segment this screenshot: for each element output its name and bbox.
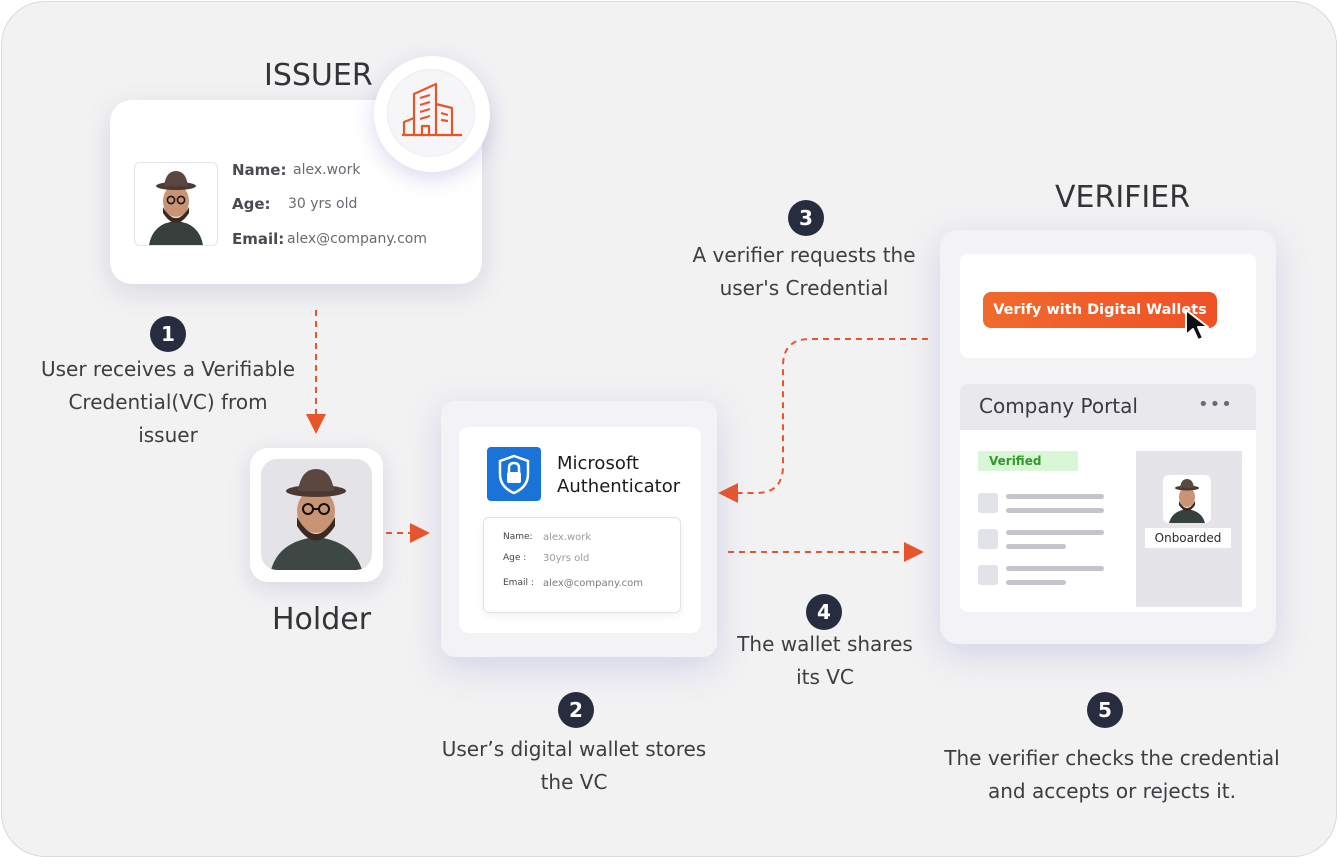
issuer-avatar [134,162,218,246]
onboarded-label: Onboarded [1145,528,1231,548]
holder-avatar [261,459,372,570]
verifier-panel: Verify with Digital Wallets Company Port… [940,230,1276,644]
placeholder-line [1006,494,1104,499]
list-checkbox [978,493,998,513]
step-4-description: The wallet shares its VC [737,632,913,689]
wallet-email-label: Email : [503,578,534,588]
person-avatar-icon [149,171,203,245]
issuer-heading: ISSUER [264,58,373,93]
list-checkbox [978,565,998,585]
placeholder-line [1006,544,1066,549]
step-2-badge: 2 [558,692,594,728]
company-portal-window: Company Portal ••• Verified [960,384,1256,612]
placeholder-line [1006,530,1104,535]
placeholder-line [1006,566,1104,571]
wallet-panel: Microsoft Authenticator Name: alex.work … [441,401,717,657]
wallet-age-label: Age : [503,553,527,563]
issuer-email-value: alex@company.com [287,231,427,247]
verifier-avatar [1163,475,1211,523]
more-options-icon[interactable]: ••• [1198,394,1233,415]
verifier-heading: VERIFIER [1055,180,1191,215]
placeholder-line [1006,580,1066,585]
wallet-credential-card: Name: alex.work Age : 30yrs old Email : … [483,517,681,613]
holder-card [250,448,383,582]
wallet-name-value: alex.work [543,532,592,543]
issuer-building-badge [374,56,490,172]
issuer-email-label: Email: [232,230,285,248]
microsoft-authenticator-icon [487,447,541,501]
mouse-cursor-icon [1185,309,1209,341]
portal-titlebar [960,384,1256,430]
wallet-age-value: 30yrs old [543,553,590,564]
wallet-app-name: Microsoft Authenticator [557,453,681,497]
step-4-badge: 4 [806,594,842,630]
verified-badge: Verified [978,451,1078,471]
issuer-name-value: alex.work [293,162,361,178]
issuer-card: Name: alex.work Age: 30 yrs old Email: a… [110,100,482,284]
issuer-age-value: 30 yrs old [288,196,358,212]
step-1-description: User receives a Verifiable Credential(VC… [40,357,296,447]
portal-title: Company Portal [979,394,1138,418]
step-5-badge: 5 [1087,692,1123,728]
person-avatar-icon [271,469,362,570]
verifier-button-area: Verify with Digital Wallets [960,254,1256,358]
wallet-name-label: Name: [503,532,533,542]
list-checkbox [978,529,998,549]
step-3-description: A verifier requests the user's Credentia… [692,243,916,300]
step-3-badge: 3 [788,200,824,236]
wallet-email-value: alex@company.com [543,578,643,589]
step-5-description: The verifier checks the credential and a… [944,746,1280,803]
person-avatar-icon [1169,479,1205,523]
step-2-description: User’s digital wallet stores the VC [441,737,707,794]
issuer-age-label: Age: [232,195,271,213]
onboarded-profile-panel: Onboarded [1136,451,1242,607]
arrow-verifier-to-wallet [718,338,928,503]
verify-with-digital-wallets-button[interactable]: Verify with Digital Wallets [983,292,1217,328]
step-1-badge: 1 [150,316,186,352]
issuer-name-label: Name: [232,161,287,179]
placeholder-line [1006,508,1104,513]
holder-heading: Holder [272,602,372,637]
building-icon [402,82,462,137]
wallet-screen: Microsoft Authenticator Name: alex.work … [459,427,701,633]
